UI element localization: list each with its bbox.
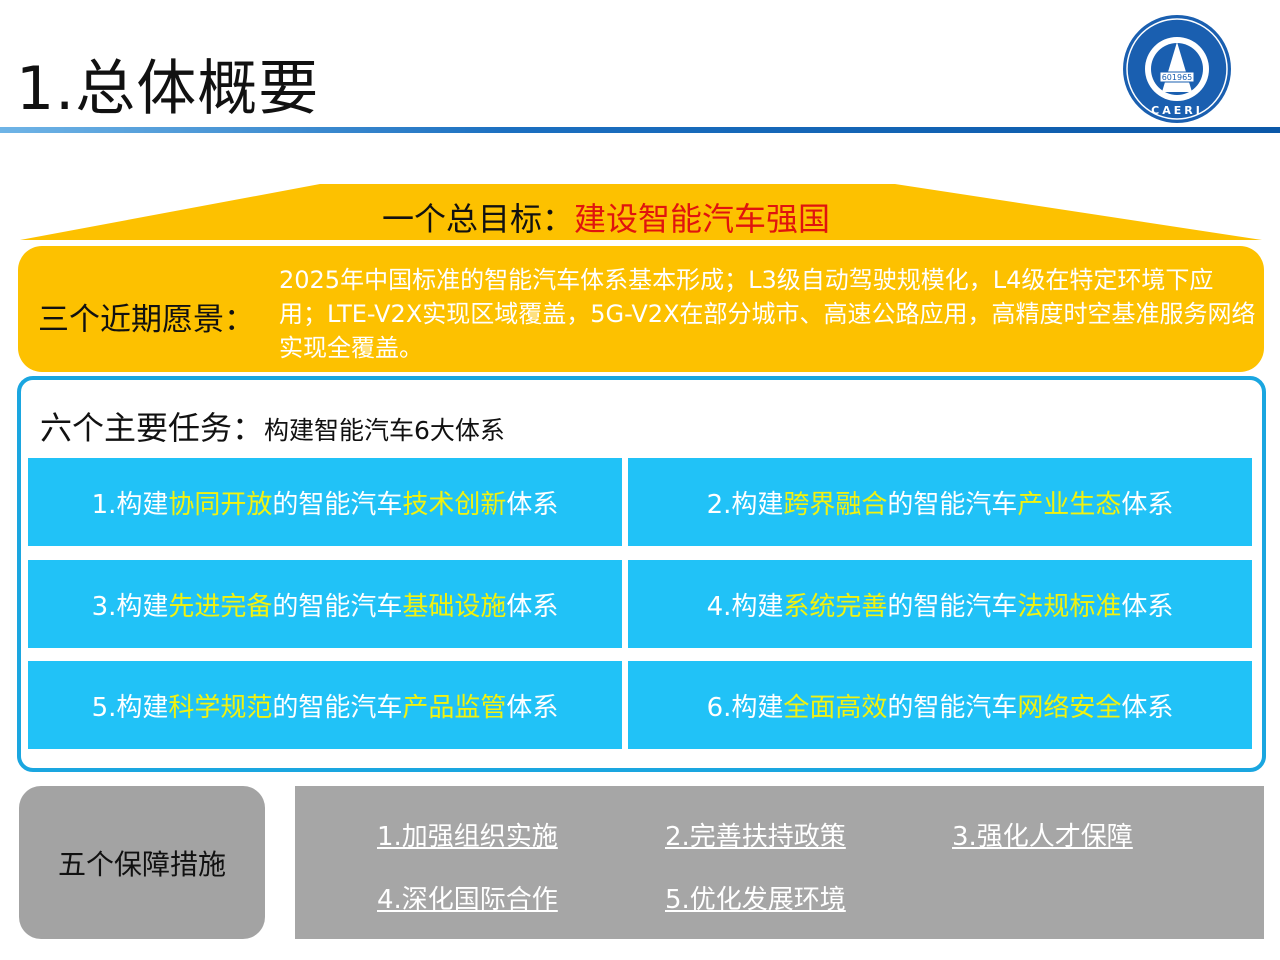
task-text-segment: 技术创新 — [402, 489, 507, 520]
svg-text:601965: 601965 — [1162, 73, 1193, 82]
task-text-segment: 体系 — [506, 489, 559, 520]
task-text-segment: 跨界融合 — [783, 489, 888, 520]
task-text-segment: 先进完备 — [168, 591, 273, 622]
task-text-segment: 的智能汽车 — [272, 489, 403, 520]
task-text-segment: 基础设施 — [402, 591, 507, 622]
vision-label: 三个近期愿景： — [38, 302, 255, 338]
guarantee-link[interactable]: 5.优化发展环境 — [665, 885, 846, 915]
task-text-segment: 协同开放 — [168, 489, 273, 520]
task-text-segment: 产业生态 — [1017, 489, 1122, 520]
svg-text:CAERI: CAERI — [1151, 104, 1203, 117]
tasks-label: 六个主要任务： — [40, 409, 265, 447]
task-text-segment: 体系 — [1121, 692, 1174, 723]
page-title: 1.总体概要 — [16, 54, 320, 124]
task-text-segment: 6.构建 — [706, 692, 784, 723]
goal-value: 建设智能汽车强国 — [574, 200, 831, 238]
task-text-segment: 4.构建 — [706, 591, 784, 622]
task-text-segment: 体系 — [506, 692, 559, 723]
goal-banner — [20, 184, 1262, 240]
task-item: 6.构建全面高效的智能汽车网络安全体系 — [628, 661, 1252, 749]
task-text-segment: 体系 — [506, 591, 559, 622]
guarantees-label: 五个保障措施 — [19, 786, 265, 939]
goal-text: 一个总目标：建设智能汽车强国 — [0, 194, 1212, 240]
task-item: 4.构建系统完善的智能汽车法规标准体系 — [628, 560, 1252, 648]
task-text-segment: 的智能汽车 — [887, 591, 1018, 622]
header-divider — [0, 127, 1280, 133]
task-text-segment: 1.构建 — [91, 489, 169, 520]
task-text-segment: 的智能汽车 — [887, 692, 1018, 723]
task-text-segment: 5.构建 — [91, 692, 169, 723]
guarantee-link[interactable]: 2.完善扶持政策 — [665, 822, 846, 852]
task-text-segment: 体系 — [1121, 489, 1174, 520]
task-text-segment: 的智能汽车 — [887, 489, 1018, 520]
task-text-segment: 2.构建 — [706, 489, 784, 520]
vision-panel — [18, 246, 1264, 372]
tasks-subtitle: 构建智能汽车6大体系 — [264, 416, 505, 445]
guarantee-link[interactable]: 1.加强组织实施 — [377, 822, 558, 852]
task-text-segment: 全面高效 — [783, 692, 888, 723]
task-text-segment: 法规标准 — [1017, 591, 1122, 622]
goal-label: 一个总目标： — [381, 200, 574, 238]
vision-text: 2025年中国标准的智能汽车体系基本形成；L3级自动驾驶规模化，L4级在特定环境… — [279, 266, 1256, 362]
guarantee-link[interactable]: 3.强化人才保障 — [952, 822, 1133, 852]
guarantees-panel — [295, 786, 1264, 939]
caeri-logo: 601965 CAERI — [1123, 15, 1231, 123]
task-item: 1.构建协同开放的智能汽车技术创新体系 — [28, 458, 622, 546]
task-text-segment: 系统完善 — [783, 591, 888, 622]
tasks-heading: 六个主要任务：构建智能汽车6大体系 — [40, 403, 505, 449]
guarantee-link[interactable]: 4.深化国际合作 — [377, 885, 558, 915]
task-item: 5.构建科学规范的智能汽车产品监管体系 — [28, 661, 622, 749]
task-item: 3.构建先进完备的智能汽车基础设施体系 — [28, 560, 622, 648]
task-text-segment: 的智能汽车 — [272, 591, 403, 622]
task-text-segment: 网络安全 — [1017, 692, 1122, 723]
task-text-segment: 产品监管 — [402, 692, 507, 723]
task-text-segment: 的智能汽车 — [272, 692, 403, 723]
tasks-panel — [17, 376, 1266, 772]
task-text-segment: 体系 — [1121, 591, 1174, 622]
task-text-segment: 3.构建 — [91, 591, 169, 622]
task-item: 2.构建跨界融合的智能汽车产业生态体系 — [628, 458, 1252, 546]
task-text-segment: 科学规范 — [168, 692, 273, 723]
